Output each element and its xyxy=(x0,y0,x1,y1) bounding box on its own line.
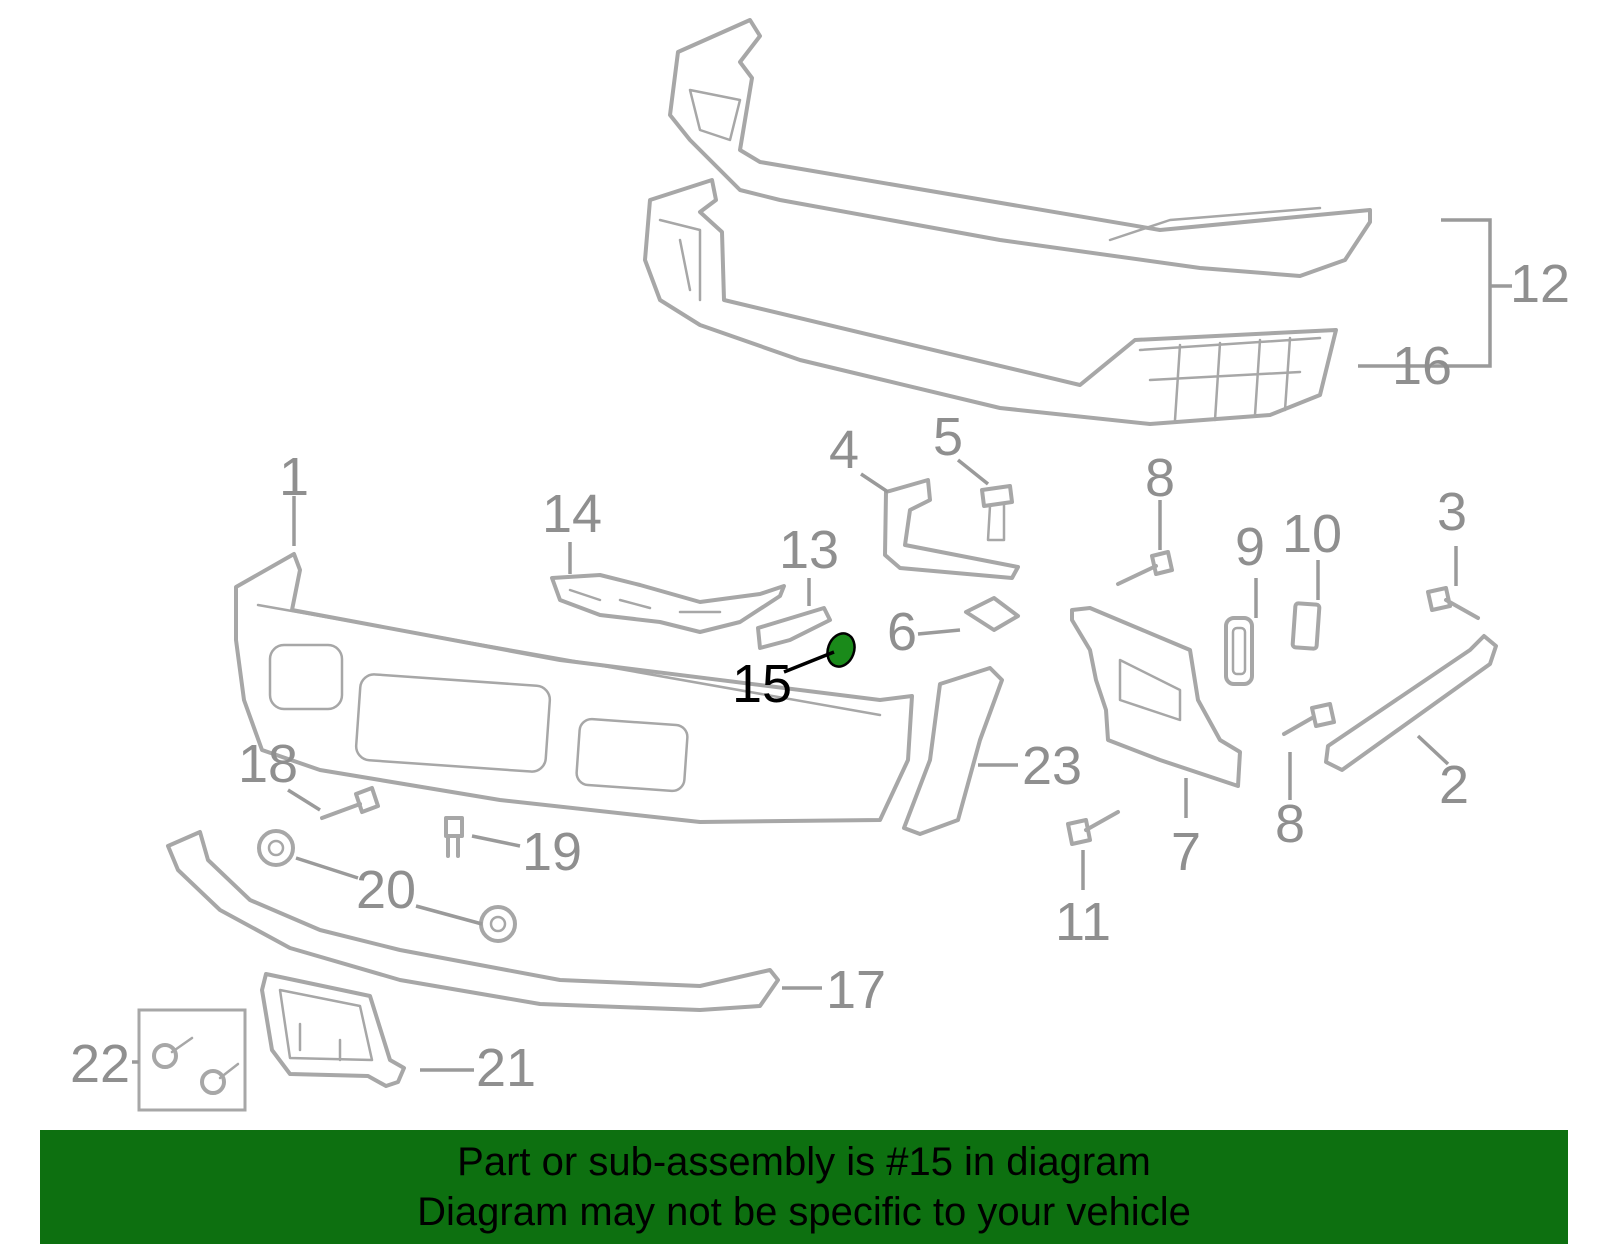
callout-14: 14 xyxy=(542,484,602,544)
part-8-bolt-upper xyxy=(1116,550,1174,586)
callout-6: 6 xyxy=(887,602,917,662)
callout-15-highlighted: 15 xyxy=(732,654,792,714)
callout-labels: 1 2 3 4 5 6 7 8 8 9 10 11 12 13 14 15 16… xyxy=(70,254,1570,1098)
part-16-lower-bumper-support xyxy=(643,178,1338,426)
part-5-bolt xyxy=(980,484,1014,542)
part-23-side-trim xyxy=(902,666,1004,836)
part-21-license-bracket xyxy=(260,972,406,1088)
part-7-side-bracket xyxy=(1070,606,1242,788)
part-12-upper-bumper-cover xyxy=(668,18,1372,278)
part-17-air-deflector xyxy=(166,830,780,1012)
callout-13: 13 xyxy=(779,520,839,580)
callout-12: 12 xyxy=(1510,254,1570,314)
info-banner: Part or sub-assembly is #15 in diagram D… xyxy=(40,1130,1568,1244)
part-13-bracket xyxy=(756,606,832,650)
callout-18: 18 xyxy=(238,734,298,794)
callout-17: 17 xyxy=(826,960,886,1020)
callout-21: 21 xyxy=(476,1038,536,1098)
banner-line-1: Part or sub-assembly is #15 in diagram xyxy=(457,1140,1151,1184)
callout-7: 7 xyxy=(1171,822,1201,882)
callout-3: 3 xyxy=(1437,482,1467,542)
callout-4: 4 xyxy=(829,420,859,480)
callout-8-upper: 8 xyxy=(1145,448,1175,508)
part-4-bracket xyxy=(883,478,1020,580)
callout-23: 23 xyxy=(1022,736,1082,796)
callout-16: 16 xyxy=(1392,336,1452,396)
part-14-bracket xyxy=(550,573,786,634)
callout-20: 20 xyxy=(356,860,416,920)
part-18-bolt xyxy=(320,786,380,820)
callout-1: 1 xyxy=(279,447,309,507)
part-22-screws xyxy=(137,1008,247,1112)
part-3-bolt xyxy=(1426,586,1480,620)
leader-lines xyxy=(132,218,1512,1072)
part-1-front-bumper xyxy=(234,552,914,824)
part-20-nut-right xyxy=(479,905,517,943)
part-6-clip xyxy=(964,596,1020,632)
banner-line-2: Diagram may not be specific to your vehi… xyxy=(417,1190,1191,1234)
part-20-nut-left xyxy=(257,829,295,867)
callout-5: 5 xyxy=(933,407,963,467)
part-2-brace xyxy=(1324,634,1498,772)
part-19-stud xyxy=(444,816,464,858)
part-8-bolt-lower xyxy=(1282,702,1336,736)
callout-19: 19 xyxy=(522,822,582,882)
callout-9: 9 xyxy=(1235,517,1265,577)
part-10-nut xyxy=(1290,601,1322,651)
callout-11: 11 xyxy=(1055,892,1111,952)
callout-8-lower: 8 xyxy=(1275,794,1305,854)
callout-22: 22 xyxy=(70,1034,130,1094)
part-15-highlighted xyxy=(826,632,856,668)
part-11-bolt xyxy=(1066,810,1120,846)
callout-10: 10 xyxy=(1282,504,1342,564)
part-9-retainer xyxy=(1224,616,1254,686)
callout-2: 2 xyxy=(1439,755,1469,815)
